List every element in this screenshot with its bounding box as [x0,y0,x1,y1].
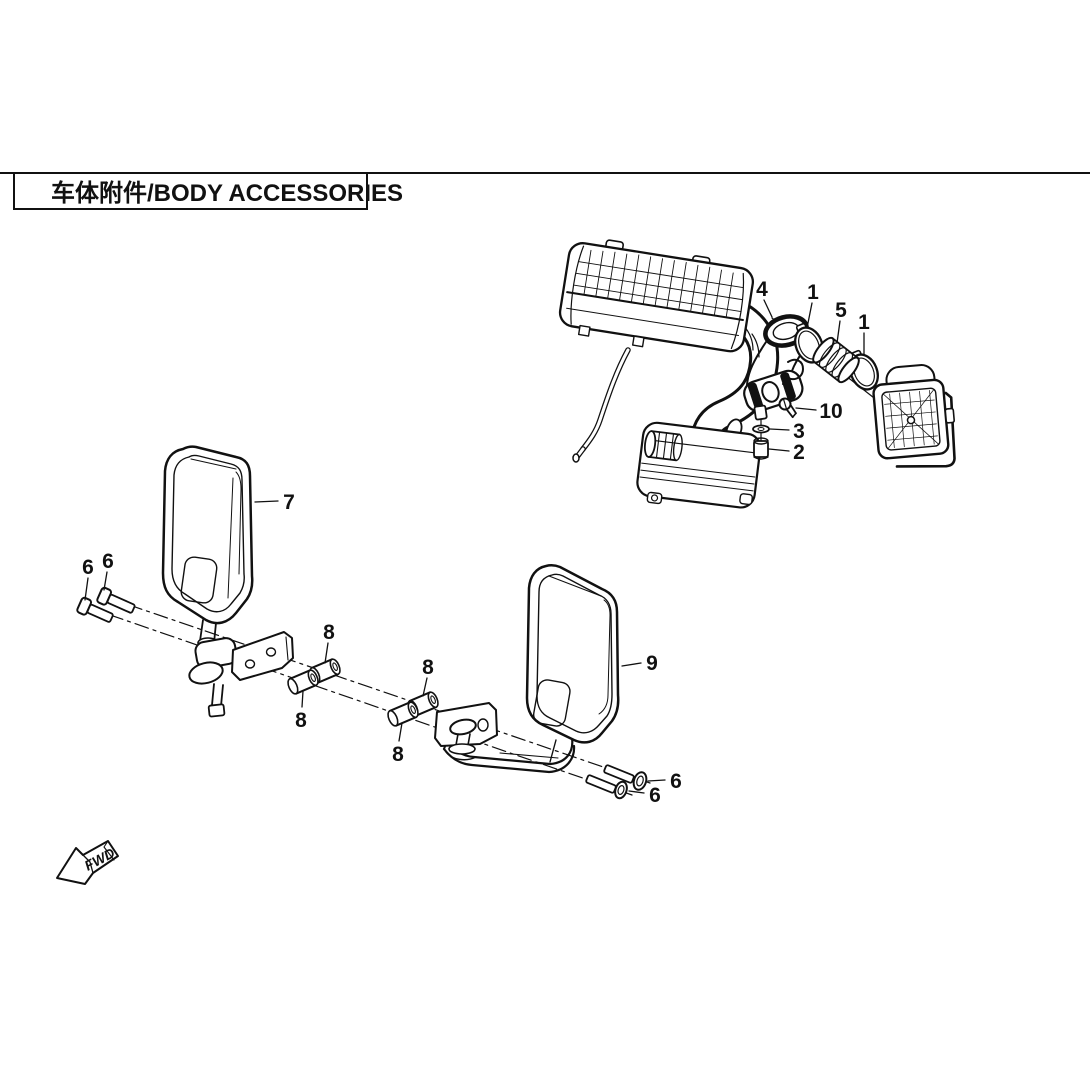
bolt-6a [76,596,114,623]
breather-hose [572,347,631,463]
callout-label: 8 [392,743,404,766]
callout-5-2: 5 [835,299,847,344]
callout-label: 8 [422,656,434,679]
callout-2-6: 2 [768,441,805,464]
callout-label: 4 [756,278,768,301]
callout-7-7: 7 [254,491,295,514]
mirror-left [161,445,294,718]
airbox-body [558,239,755,353]
header-rule [0,172,1090,174]
callout-label: 8 [323,621,335,644]
fwd-arrow: FWD [56,840,119,885]
callout-3-5: 3 [769,420,805,443]
callout-9-14: 9 [621,652,658,675]
washer [752,424,770,434]
callout-8-12: 8 [422,656,434,697]
callout-8-11: 8 [295,690,307,732]
callout-label: 6 [82,556,94,579]
spacer-8b [287,669,319,695]
callout-10-4: 10 [795,400,843,423]
bolt-6b [96,586,136,614]
callout-6-15: 6 [647,770,682,793]
air-filter-plate [872,364,956,468]
callout-1-1: 1 [806,281,819,329]
callout-label: 6 [102,550,114,573]
callout-label: 2 [793,441,805,464]
callout-8-13: 8 [392,722,404,766]
bolt-6c [603,764,648,791]
spacer-bush [753,437,769,460]
callout-label: 8 [295,709,307,732]
mirror-bracket-right [434,702,498,761]
mirror-left-pivot [188,619,238,718]
page-title: 车体附件/BODY ACCESSORIES [51,179,404,207]
callout-1-3: 1 [858,311,870,355]
callout-4-0: 4 [756,278,773,318]
callout-label: 1 [858,311,870,334]
spacer-8d [387,701,419,727]
callout-6-8: 6 [82,556,94,601]
callout-label: 9 [646,652,658,675]
callout-6-9: 6 [102,550,114,591]
callout-label: 7 [283,491,295,514]
callout-label: 3 [793,420,805,443]
callout-label: 6 [649,784,661,807]
callout-label: 6 [670,770,682,793]
callout-label: 5 [835,299,847,322]
airbox-assembly [558,239,780,509]
callout-label: 1 [807,281,819,304]
resonator-box [636,421,762,509]
mirror-bracket-left [231,631,294,681]
tapping-screw [778,397,797,419]
callout-8-10: 8 [323,621,335,664]
callout-6-16: 6 [628,784,661,807]
callout-label: 10 [819,400,842,423]
title-box: 车体附件/BODY ACCESSORIES [13,172,403,210]
bolt-6d [585,774,628,800]
